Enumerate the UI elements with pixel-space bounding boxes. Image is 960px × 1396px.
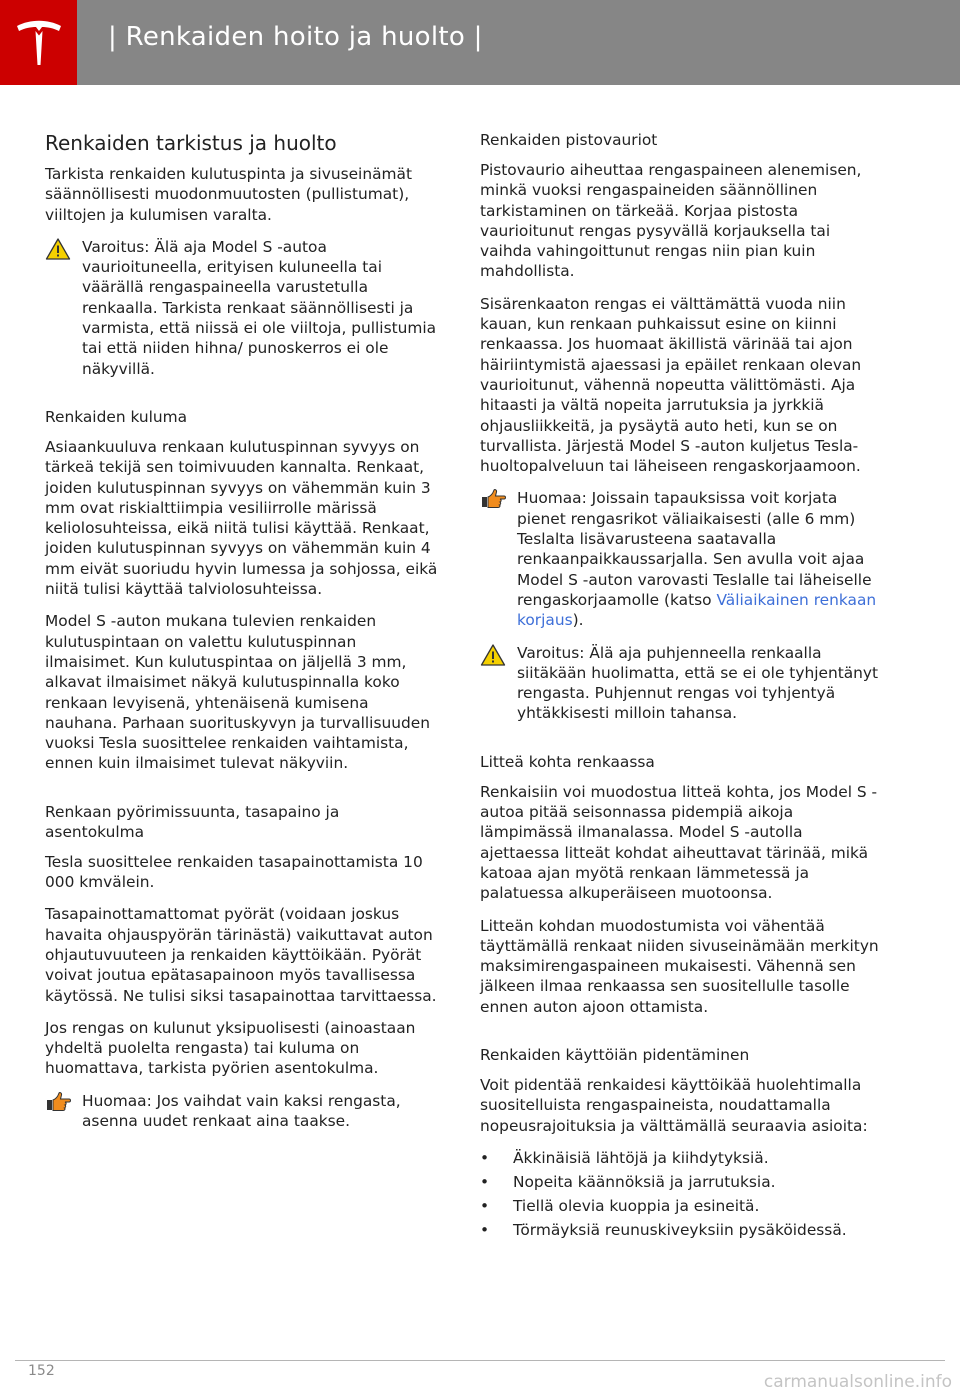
warning-icon [480, 643, 506, 666]
footer-divider [15, 1360, 945, 1361]
wear-paragraph-1: Asiaankuuluva renkaan kulutuspinnan syvy… [45, 437, 438, 599]
warning-block: Varoitus: Älä aja puhjenneella renkaalla… [480, 643, 880, 724]
list-item: Törmäyksiä reunuskiveyksiin pysäköidessä… [480, 1220, 880, 1240]
note-block: Huomaa: Joissain tapauksissa voit korjat… [480, 488, 880, 630]
watermark: carmanualsonline.info [763, 1372, 952, 1392]
warning-text: Varoitus: Älä aja Model S -autoa vaurioi… [82, 237, 437, 378]
left-column: Renkaiden tarkistus ja huolto Tarkista r… [45, 130, 440, 1143]
rotation-paragraph-1: Tesla suosittelee renkaiden tasapainotta… [45, 852, 423, 892]
wear-paragraph-2: Model S -auton mukana tulevien renkaiden… [45, 612, 430, 773]
subheading-rotation: Renkaan pyörimissuunta, tasapaino ja ase… [45, 802, 340, 841]
note-text: Huomaa: Jos vaihdat vain kaksi rengasta,… [82, 1091, 401, 1130]
puncture-paragraph-1: Pistovaurio aiheuttaa rengaspaineen alen… [480, 161, 862, 281]
list-item: Tiellä olevia kuoppia ja esineitä. [480, 1196, 880, 1216]
subheading-punctures: Renkaiden pistovauriot [480, 131, 658, 149]
puncture-paragraph-2: Sisärenkaaton rengas ei välttämättä vuod… [480, 294, 862, 476]
right-column: Renkaiden pistovauriot Pistovaurio aiheu… [480, 130, 880, 1244]
warning-text: Varoitus: Älä aja puhjenneella renkaalla… [517, 643, 879, 723]
flat-paragraph-1: Renkaisiin voi muodostua litteä kohta, j… [480, 782, 878, 903]
page-number: 152 [28, 1363, 55, 1379]
list-item: Nopeita käännöksiä ja jarrutuksia. [480, 1172, 880, 1192]
avoid-list: Äkkinäisiä lähtöjä ja kiihdytyksiä. Nope… [480, 1148, 880, 1240]
warning-icon [45, 238, 71, 260]
note-text: Huomaa: Joissain tapauksissa voit korjat… [517, 489, 872, 609]
rotation-paragraph-3: Jos rengas on kulunut yksipuolisesti (ai… [45, 1018, 416, 1078]
page-header: | Renkaiden hoito ja huolto | [0, 0, 960, 85]
subheading-wear: Renkaiden kuluma [45, 407, 188, 426]
list-item: Äkkinäisiä lähtöjä ja kiihdytyksiä. [480, 1148, 880, 1168]
section-heading: Renkaiden tarkistus ja huolto [45, 131, 337, 155]
intro-paragraph: Tarkista renkaiden kulutuspinta ja sivus… [45, 165, 412, 224]
tesla-logo-icon [17, 20, 61, 65]
page-title: | Renkaiden hoito ja huolto | [108, 22, 483, 52]
tire-life-paragraph: Voit pidentää renkaidesi käyttöikää huol… [480, 1075, 868, 1135]
subheading-flat-spot: Litteä kohta renkaassa [480, 752, 655, 771]
tesla-logo-box [0, 0, 77, 85]
temporary-repair-link[interactable]: Väliaikainen renkaan korjaus [517, 590, 877, 630]
warning-block: Varoitus: Älä aja Model S -autoa vaurioi… [45, 237, 440, 379]
rotation-paragraph-2: Tasapainottamattomat pyörät (voidaan jos… [45, 905, 437, 1005]
pointing-hand-icon [482, 489, 506, 509]
subheading-tire-life: Renkaiden käyttöiän pidentäminen [480, 1045, 750, 1064]
note-text-end: ). [572, 611, 584, 630]
note-block: Huomaa: Jos vaihdat vain kaksi rengasta,… [45, 1091, 440, 1132]
flat-paragraph-2: Litteän kohdan muodostumista voi vähentä… [480, 916, 879, 1016]
pointing-hand-icon [47, 1091, 71, 1111]
